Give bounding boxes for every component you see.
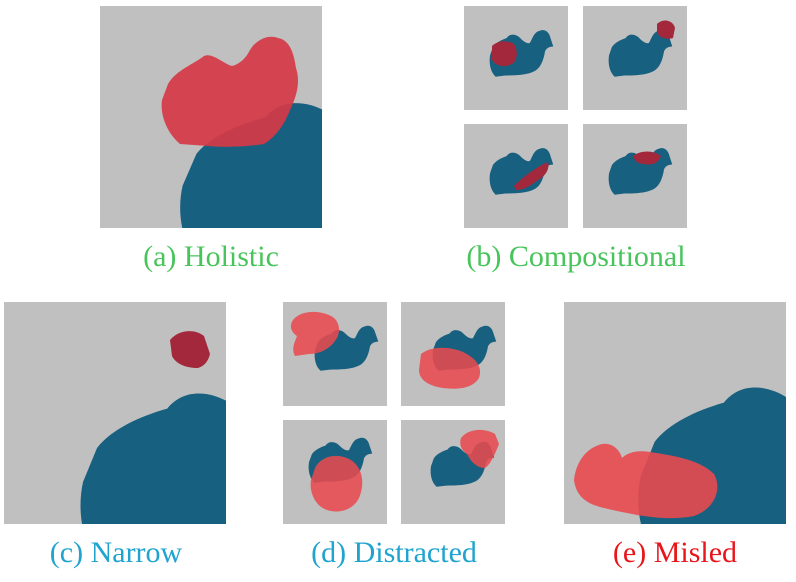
panel-compositional-3 [464, 124, 568, 228]
caption-misled: (e) Misled [612, 536, 738, 569]
caption-distracted: (d) Distracted [311, 536, 477, 569]
holistic-illustration [161, 36, 322, 228]
caption-narrow: (c) Narrow [49, 536, 183, 569]
panel-holistic [100, 6, 322, 228]
object-shape [81, 374, 226, 524]
panel-misled [564, 302, 786, 524]
panel-compositional-4 [583, 124, 687, 228]
caption-holistic: (a) Holistic [143, 240, 279, 273]
segmentation-mask [290, 311, 339, 356]
panel-compositional-2 [583, 6, 687, 110]
panel-narrow [4, 302, 226, 524]
panel-distracted-2 [401, 302, 505, 406]
panel-distracted-1 [283, 302, 387, 406]
panel-compositional-1 [464, 6, 568, 110]
segmentation-mask [460, 429, 499, 468]
segmentation-mask [574, 443, 718, 519]
caption-compositional: (b) Compositional [466, 240, 686, 273]
panel-distracted-4 [401, 420, 505, 524]
segmentation-mask [657, 20, 675, 39]
segmentation-mask [170, 331, 210, 368]
segmentation-mask [310, 455, 363, 512]
segmentation-mask [492, 41, 517, 67]
panel-distracted-3 [283, 420, 387, 524]
segmentation-mask [419, 347, 481, 389]
segmentation-mask [514, 162, 549, 190]
segmentation-mask [161, 36, 298, 147]
segmentation-mask [633, 151, 661, 165]
